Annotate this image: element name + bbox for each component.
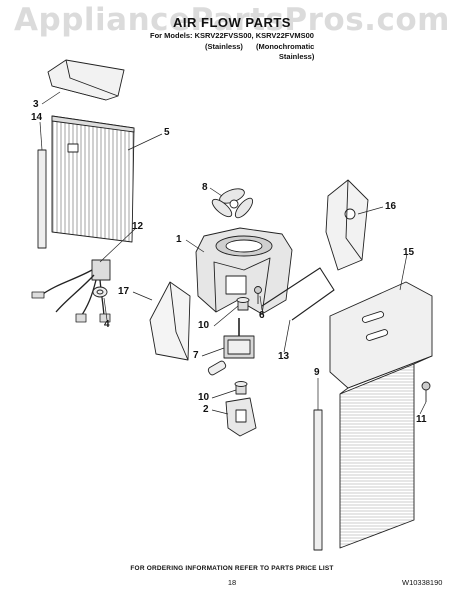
part-16-bracket (325, 179, 369, 271)
part-8-fan-blade (211, 188, 254, 219)
part-14-seal-strip (37, 149, 47, 249)
part-1-fan-housing (195, 227, 293, 315)
callout-10-upper: 10 (198, 320, 210, 331)
model-list: For Models: KSRV22FVSS00, KSRV22FVMS00 (150, 31, 314, 40)
callout-13: 13 (278, 351, 290, 362)
part-4-grommet (92, 286, 108, 298)
part-11-screw (421, 381, 431, 402)
part-10-bushing-lower (234, 381, 248, 395)
variant-monochromatic: (Monochromatic Stainless) (256, 42, 314, 62)
variant-monochromatic-line1: (Monochromatic (256, 42, 315, 51)
callout-7: 7 (193, 350, 199, 361)
part-6-screw (254, 286, 262, 304)
part-10-bushing-upper (236, 297, 250, 311)
document-number: W10338190 (402, 578, 443, 587)
page-title: AIR FLOW PARTS (173, 15, 291, 30)
part-13-wire-rod (261, 267, 335, 321)
callout-14: 14 (31, 112, 43, 123)
variant-stainless: (Stainless) (205, 42, 243, 51)
callout-3: 3 (33, 99, 39, 110)
part-9-seal-strip (313, 409, 323, 551)
callout-9: 9 (314, 367, 320, 378)
part-3-top-cover (47, 59, 125, 101)
callout-1: 1 (176, 234, 182, 245)
part-7-fan-motor (207, 318, 255, 376)
callout-17: 17 (118, 286, 130, 297)
part-5-ribbed-panel (51, 115, 135, 243)
ordering-note: FOR ORDERING INFORMATION REFER TO PARTS … (130, 565, 334, 572)
callout-16: 16 (385, 201, 397, 212)
part-15-rear-duct-cover (329, 281, 433, 549)
callout-5: 5 (164, 127, 170, 138)
part-17-duct-panel (149, 281, 191, 361)
callout-2: 2 (203, 404, 209, 415)
callout-6: 6 (259, 310, 265, 321)
callout-8: 8 (202, 182, 208, 193)
callout-11: 11 (416, 414, 427, 425)
callout-12: 12 (132, 221, 144, 232)
callout-15: 15 (403, 247, 415, 258)
callout-10-lower: 10 (198, 392, 210, 403)
page-number: 18 (227, 578, 237, 587)
part-2-motor-bracket (225, 397, 257, 437)
callout-4: 4 (104, 319, 110, 330)
leader-lines (39, 91, 427, 415)
part-12-wire-harness (31, 259, 111, 323)
variant-monochromatic-line2: Stainless) (278, 52, 315, 61)
